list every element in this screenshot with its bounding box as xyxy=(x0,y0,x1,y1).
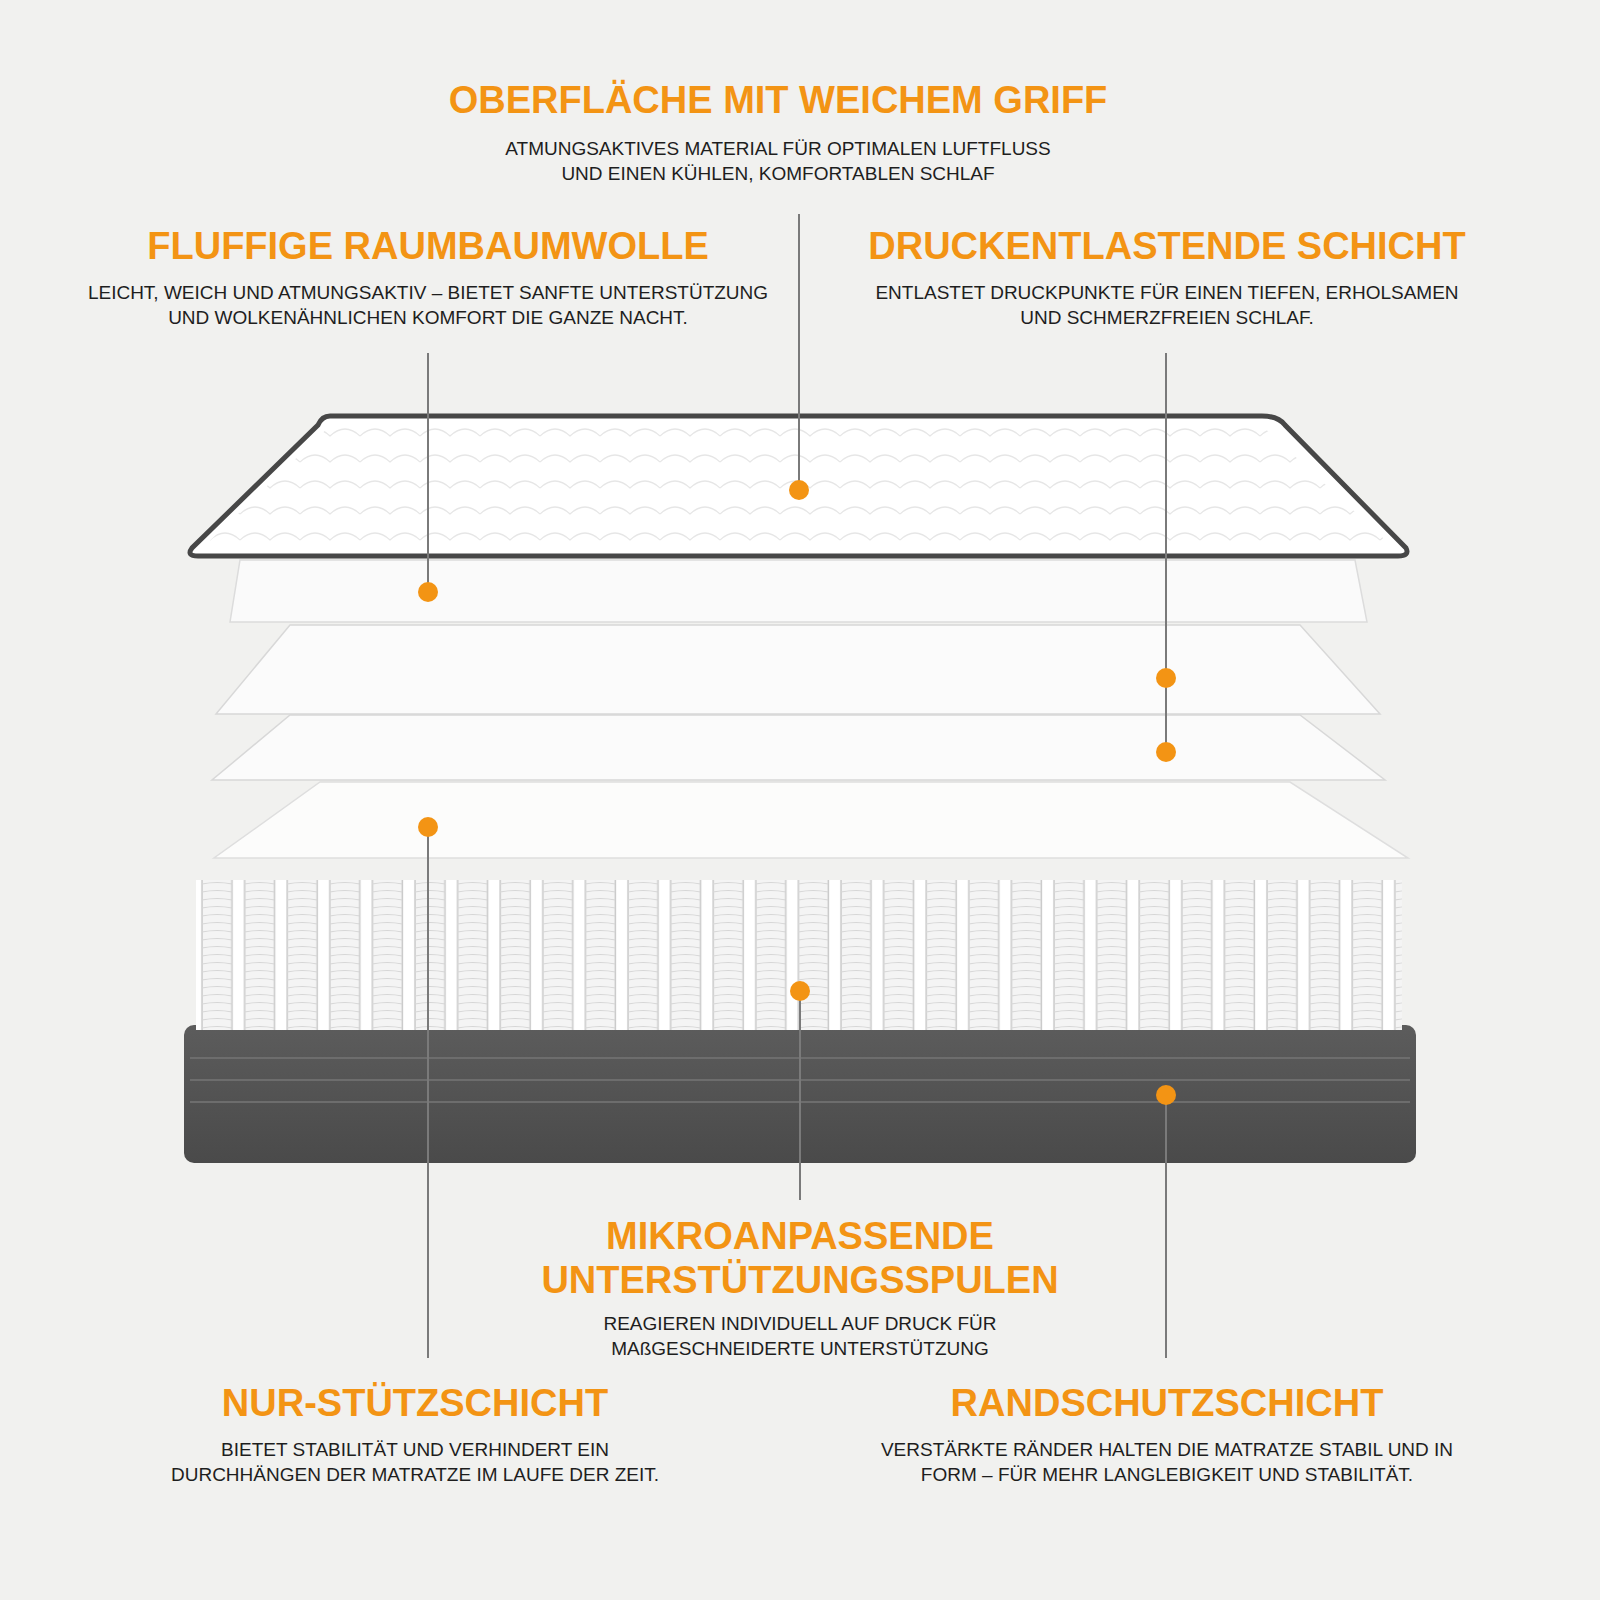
pressure-layer xyxy=(216,625,1380,714)
layer-description: REAGIEREN INDIVIDUELL AUF DRUCK FÜR MAßG… xyxy=(580,1311,1020,1361)
pressure-layer xyxy=(212,715,1385,780)
layer-description: BIETET STABILITÄT UND VERHINDERT EIN DUR… xyxy=(155,1437,675,1487)
layer-heading: NUR-STÜTZSCHICHT xyxy=(95,1381,735,1425)
layer-description: VERSTÄRKTE RÄNDER HALTEN DIE MATRATZE ST… xyxy=(877,1437,1457,1487)
leader-lines xyxy=(428,214,1166,1358)
layer-heading: MIKROANPASSENDE UNTERSTÜTZUNGSSPULEN xyxy=(500,1214,1100,1302)
layer-description: ENTLASTET DRUCKPUNKTE FÜR EINEN TIEFEN, … xyxy=(857,280,1477,330)
layer-heading: RANDSCHUTZSCHICHT xyxy=(847,1381,1487,1425)
layer-heading: OBERFLÄCHE MIT WEICHEM GRIFF xyxy=(328,78,1228,122)
layer-heading: FLUFFIGE RAUMBAUMWOLLE xyxy=(48,224,808,268)
layer-description: ATMUNGSAKTIVES MATERIAL FÜR OPTIMALEN LU… xyxy=(488,136,1068,186)
layer-description: LEICHT, WEICH UND ATMUNGSAKTIV – BIETET … xyxy=(68,280,788,330)
layer-heading: DRUCKENTLASTENDE SCHICHT xyxy=(787,224,1547,268)
cotton-layer xyxy=(230,560,1367,622)
support-layer xyxy=(214,782,1408,858)
callout-dots xyxy=(418,480,1176,1105)
